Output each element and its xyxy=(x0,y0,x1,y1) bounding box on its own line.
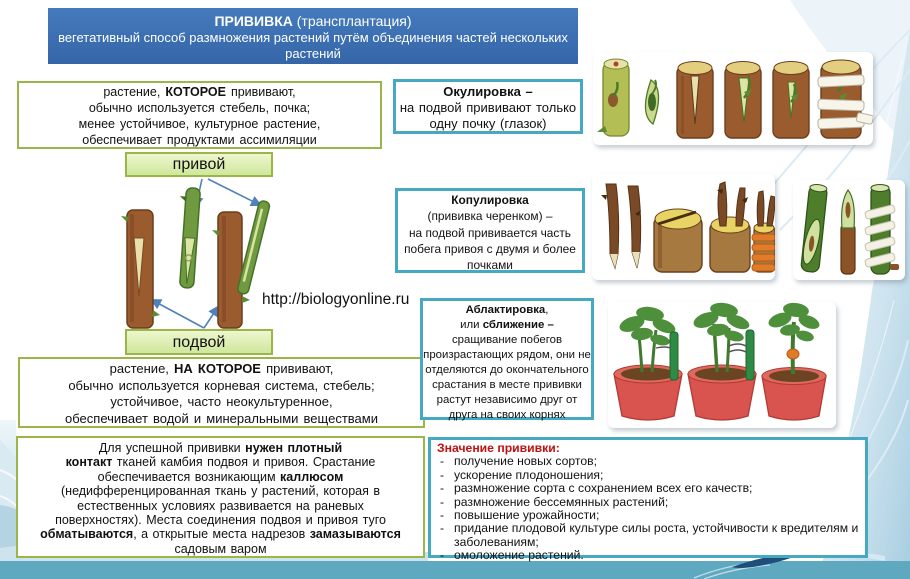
scion-description-box: растение, КОТОРОЕ прививают, обычно испо… xyxy=(17,81,382,149)
whip-graft-cuts-illustration xyxy=(793,180,905,280)
title-line: ПРИВИВКА (трансплантация) xyxy=(214,13,412,29)
scion-twig-drawing xyxy=(179,187,201,289)
subtitle-line2: растений xyxy=(285,46,341,61)
website-url: http://biologyonline.ru xyxy=(262,291,410,308)
grafted-stem-drawing xyxy=(212,200,271,329)
bottom-bar xyxy=(0,561,910,579)
subtitle-line1: вегетативный способ размножения растений… xyxy=(58,30,568,45)
significance-title: Значение прививки: xyxy=(437,441,560,455)
budding-definition-box: Окулировка – на подвой прививают только … xyxy=(393,79,583,134)
rootstock-description-box: растение, НА КОТОРОЕ прививают, обычно и… xyxy=(18,357,425,428)
significance-box: Значение прививки: -получение новых сорт… xyxy=(428,437,868,562)
approach-grafting-definition-box: Аблактировка, или сближение – сращивание… xyxy=(420,298,594,421)
budding-steps-illustration xyxy=(593,52,873,145)
cleft-grafting-steps-illustration xyxy=(592,174,775,280)
whip-grafting-definition-box: Копулировка (прививка черенком) – на под… xyxy=(395,188,585,273)
page-title: ПРИВИВКА (трансплантация) вегетативный с… xyxy=(48,8,578,64)
grafting-stems-illustration xyxy=(121,178,271,329)
rootstock-stem-drawing xyxy=(121,209,160,329)
callus-description-box: Для успешной прививки нужен плотный конт… xyxy=(16,436,425,558)
approach-grafting-pots-illustration xyxy=(608,302,836,428)
scion-label: привой xyxy=(125,152,273,177)
rootstock-label: подвой xyxy=(125,329,273,355)
